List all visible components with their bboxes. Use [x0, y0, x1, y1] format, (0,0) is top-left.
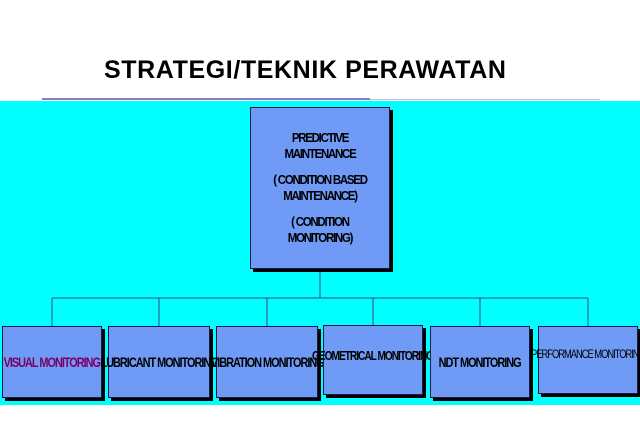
- slide-title: STRATEGI/TEKNIK PERAWATAN: [104, 56, 507, 84]
- vibration-monitoring-label: VIBRATION MONITORING: [210, 354, 325, 370]
- visual-monitoring-node: VISUAL MONITORING: [2, 326, 102, 398]
- visual-monitoring-label: VISUAL MONITORING: [3, 354, 101, 370]
- vibration-monitoring-node: VIBRATION MONITORING: [211, 326, 324, 398]
- ndt-monitoring-node: NDT MONITORING: [430, 326, 530, 398]
- root-line-2: ( CONDITION BASED MAINTENANCE): [273, 172, 368, 203]
- performance-monitoring-node: PERFORMANCE MONITORING: [531, 326, 640, 394]
- title-underline-extension: [370, 99, 600, 100]
- ndt-monitoring-label: NDT MONITORING: [438, 354, 522, 370]
- predictive-maintenance-node: PREDICTIVE MAINTENANCE ( CONDITION BASED…: [250, 107, 390, 269]
- geometrical-monitoring-label: GEOMETRICAL MONITORING: [312, 347, 435, 363]
- performance-monitoring-label: PERFORMANCE MONITORING: [531, 347, 640, 361]
- lubricant-monitoring-label: LUBRICANT MONITORING: [100, 354, 218, 370]
- title-underline: [42, 98, 370, 100]
- geometrical-monitoring-node: GEOMETRICAL MONITORING: [313, 325, 435, 395]
- root-line-3: ( CONDITION MONITORING): [287, 213, 354, 245]
- root-line-1: PREDICTIVE MAINTENANCE: [284, 130, 357, 162]
- lubricant-monitoring-node: LUBRICANT MONITORING: [100, 326, 219, 398]
